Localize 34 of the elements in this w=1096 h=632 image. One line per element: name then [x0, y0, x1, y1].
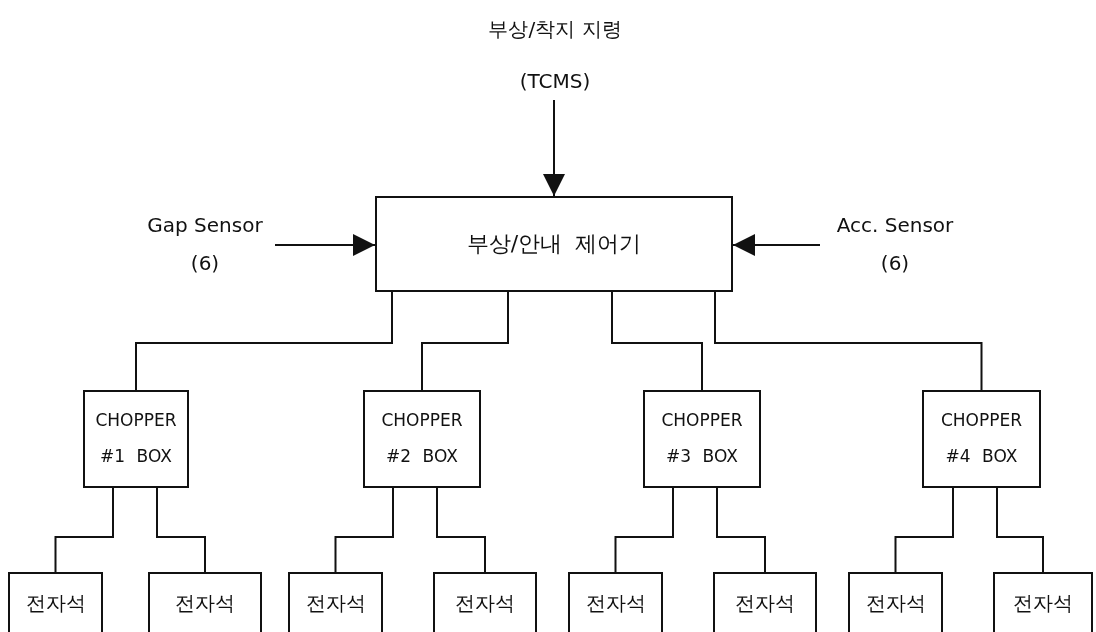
electromagnet-box: 전자석 — [848, 572, 943, 632]
label-text: (6) — [880, 251, 910, 275]
chopper-box: CHOPPER #4 BOX — [922, 390, 1041, 488]
connector-line — [714, 291, 983, 391]
label-text: (TCMS) — [519, 68, 591, 93]
connector-line — [614, 487, 674, 573]
electromagnet-box: 전자석 — [288, 572, 383, 632]
arrow — [732, 234, 821, 256]
label-text: 부상/착지 지령 — [488, 15, 622, 43]
electromagnet-box: 전자석 — [433, 572, 537, 632]
chopper-box: CHOPPER #1 BOX — [83, 390, 189, 488]
connector-line — [894, 487, 954, 573]
electromagnet-box: 전자석 — [568, 572, 663, 632]
electromagnet-box: 전자석 — [148, 572, 262, 632]
electromagnet-box: 전자석 — [8, 572, 103, 632]
chopper-box: CHOPPER #3 BOX — [643, 390, 761, 488]
connector-line — [156, 487, 206, 573]
connector-line — [996, 487, 1044, 573]
connector-line — [421, 291, 509, 391]
electromagnet-box: 전자석 — [993, 572, 1093, 632]
chopper-box: CHOPPER #2 BOX — [363, 390, 481, 488]
connector-line — [611, 291, 703, 391]
connector-line — [54, 487, 114, 573]
label-text: (6) — [190, 251, 220, 275]
label-text: Gap Sensor — [147, 213, 263, 237]
connector-line — [716, 487, 766, 573]
arrow — [274, 234, 376, 256]
connector-line — [334, 487, 394, 573]
electromagnet-box: 전자석 — [713, 572, 817, 632]
connector-line — [436, 487, 486, 573]
controller-box: 부상/안내 제어기 — [375, 196, 733, 292]
connector-line — [135, 291, 393, 391]
arrow — [543, 99, 565, 197]
label-text: Acc. Sensor — [836, 213, 954, 237]
